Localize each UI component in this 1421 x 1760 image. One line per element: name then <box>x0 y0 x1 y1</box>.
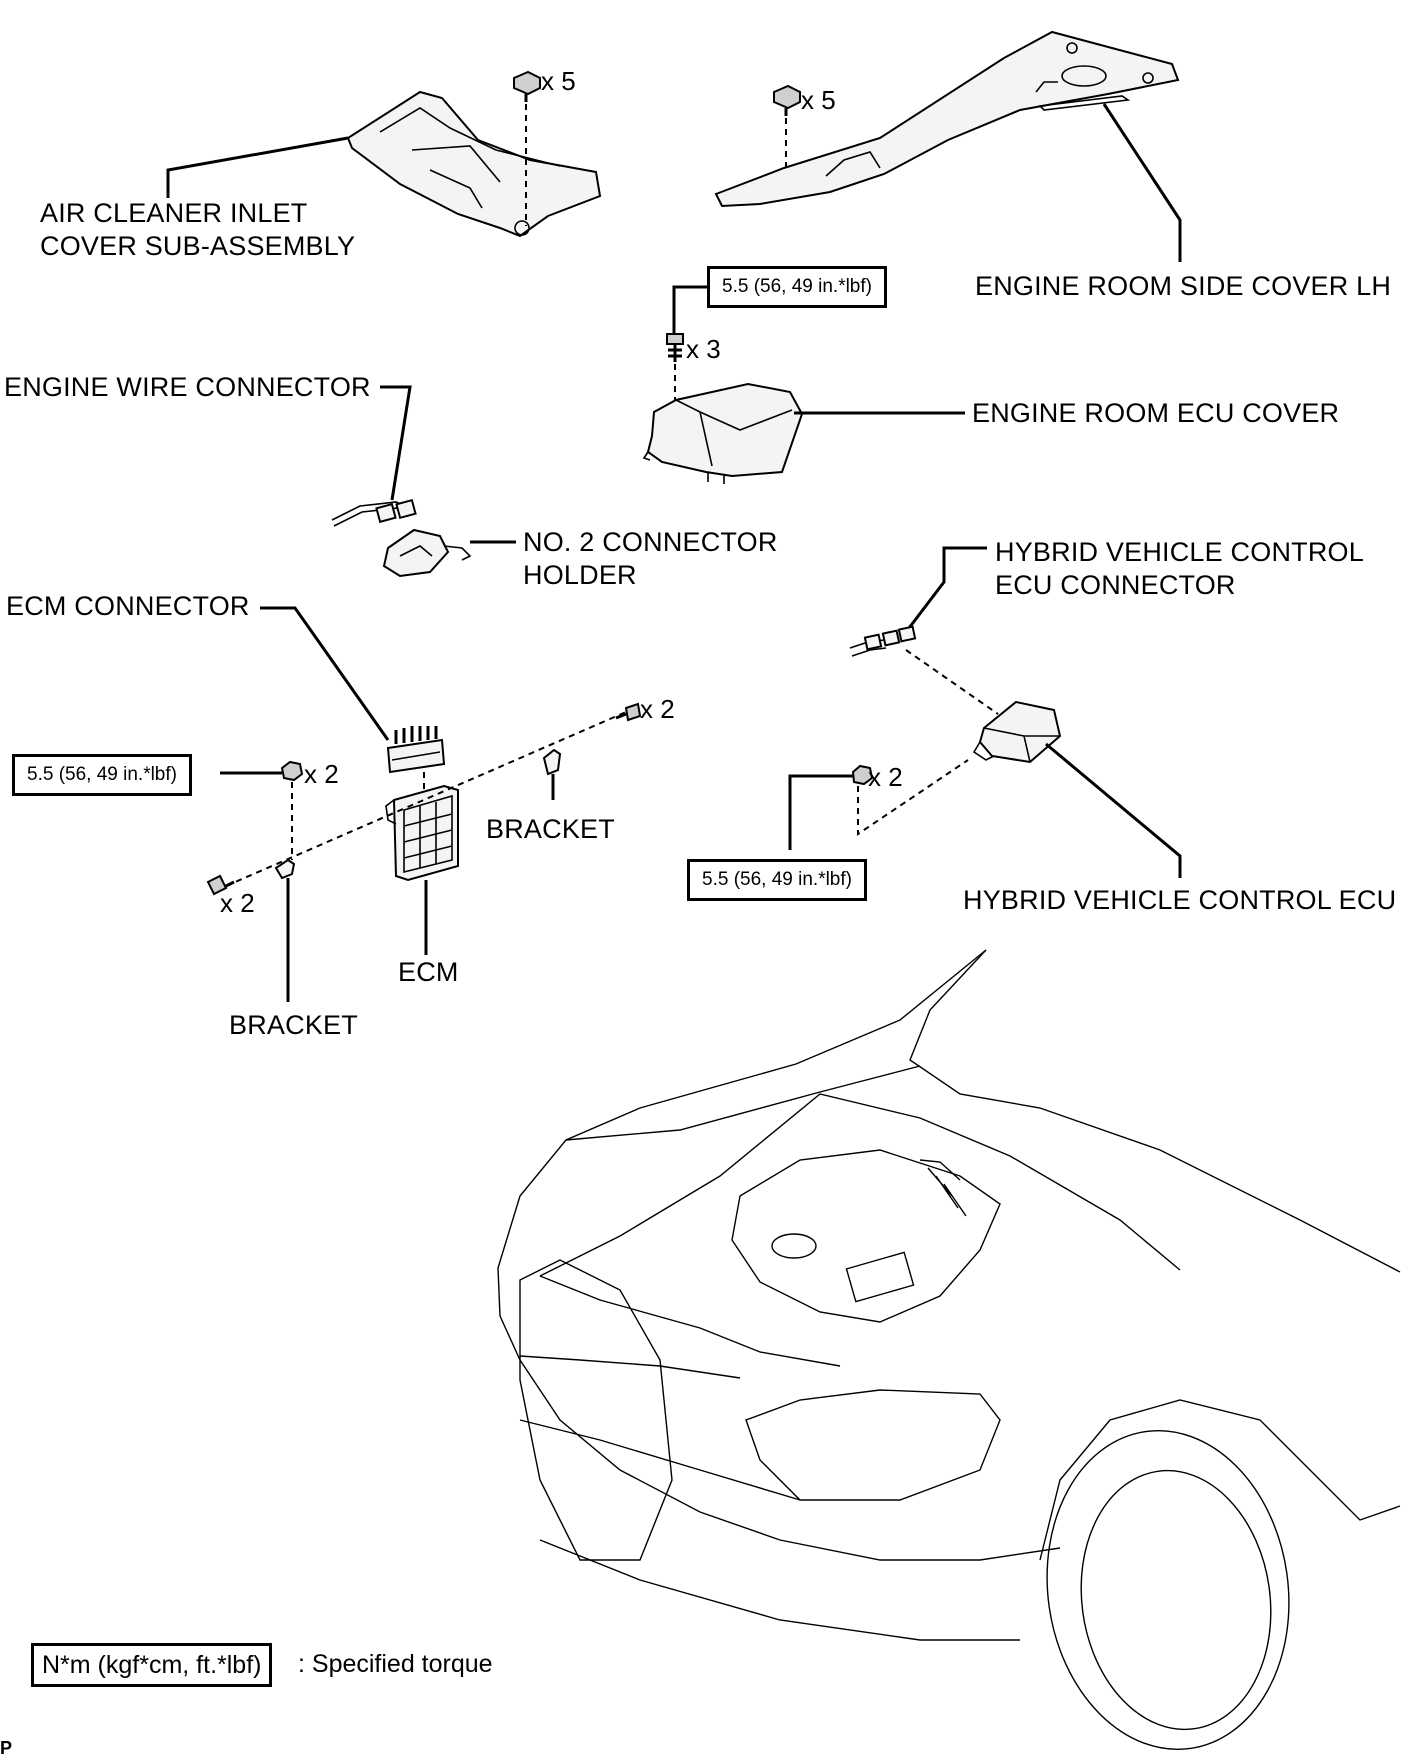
no2-connector-holder-label-line2: HOLDER <box>523 560 637 590</box>
engine-room-side-cover-label: ENGINE ROOM SIDE COVER LH <box>975 271 1392 301</box>
hv-ecu-connector-part <box>849 625 917 657</box>
ecm-part <box>385 784 459 882</box>
engine-wire-connector-part <box>331 498 417 527</box>
corner-mark: P <box>0 1738 13 1758</box>
bolt-icon <box>615 702 642 722</box>
legend-unit-box: N*m (kgf*cm, ft.*lbf) <box>31 1643 273 1687</box>
no2-connector-holder-part <box>382 528 472 578</box>
hv-ecu-connector-label-line1: HYBRID VEHICLE CONTROL <box>995 537 1364 567</box>
engine-room-ecu-cover-label: ENGINE ROOM ECU COVER <box>972 398 1340 428</box>
ecu-cover-bolt-qty: x 3 <box>686 334 721 364</box>
bracket-right-label: BRACKET <box>486 814 615 844</box>
nut-icon <box>280 760 304 782</box>
bracket-part <box>274 858 296 880</box>
bracket-part <box>542 748 562 776</box>
legend-meaning: : Specified torque <box>298 1650 493 1678</box>
left-bolt-qty: x 2 <box>220 888 255 918</box>
ecm-label: ECM <box>398 957 459 987</box>
air-cleaner-cover-label-line1: AIR CLEANER INLET <box>40 198 308 228</box>
hv-ecu-label: HYBRID VEHICLE CONTROL ECU <box>963 885 1397 915</box>
bolt-icon <box>666 333 684 362</box>
hv-ecu-connector-label-line2: ECU CONNECTOR <box>995 570 1236 600</box>
ecm-connector-part <box>386 726 446 774</box>
no2-connector-holder-label-line1: NO. 2 CONNECTOR <box>523 527 778 557</box>
torque-box-hv-ecu: 5.5 (56, 49 in.*lbf) <box>687 859 867 901</box>
ecm-connector-label: ECM CONNECTOR <box>6 591 250 621</box>
clip-icon <box>513 70 541 102</box>
bracket-left-label: BRACKET <box>229 1010 358 1040</box>
clip-icon <box>773 84 801 116</box>
torque-box-ecm: 5.5 (56, 49 in.*lbf) <box>12 754 192 796</box>
ecm-nut-qty: x 2 <box>304 759 339 789</box>
hv-ecu-part <box>972 700 1062 764</box>
engine-wire-connector-label: ENGINE WIRE CONNECTOR <box>4 372 371 402</box>
right-bolt-qty: x 2 <box>640 694 675 724</box>
side-cover-clip-qty: x 5 <box>801 85 836 115</box>
engine-room-ecu-cover-part <box>642 382 804 484</box>
torque-box-ecu-cover: 5.5 (56, 49 in.*lbf) <box>707 266 887 308</box>
air-cleaner-clip-qty: x 5 <box>541 66 576 96</box>
air-cleaner-cover-label-line2: COVER SUB-ASSEMBLY <box>40 231 356 261</box>
nut-icon <box>851 764 874 786</box>
hv-ecu-nut-qty: x 2 <box>868 762 903 792</box>
bolt-icon <box>206 874 235 896</box>
air-cleaner-inlet-cover-part <box>346 90 602 238</box>
vehicle-outline <box>497 949 1401 1751</box>
engine-room-side-cover-part <box>714 30 1180 208</box>
